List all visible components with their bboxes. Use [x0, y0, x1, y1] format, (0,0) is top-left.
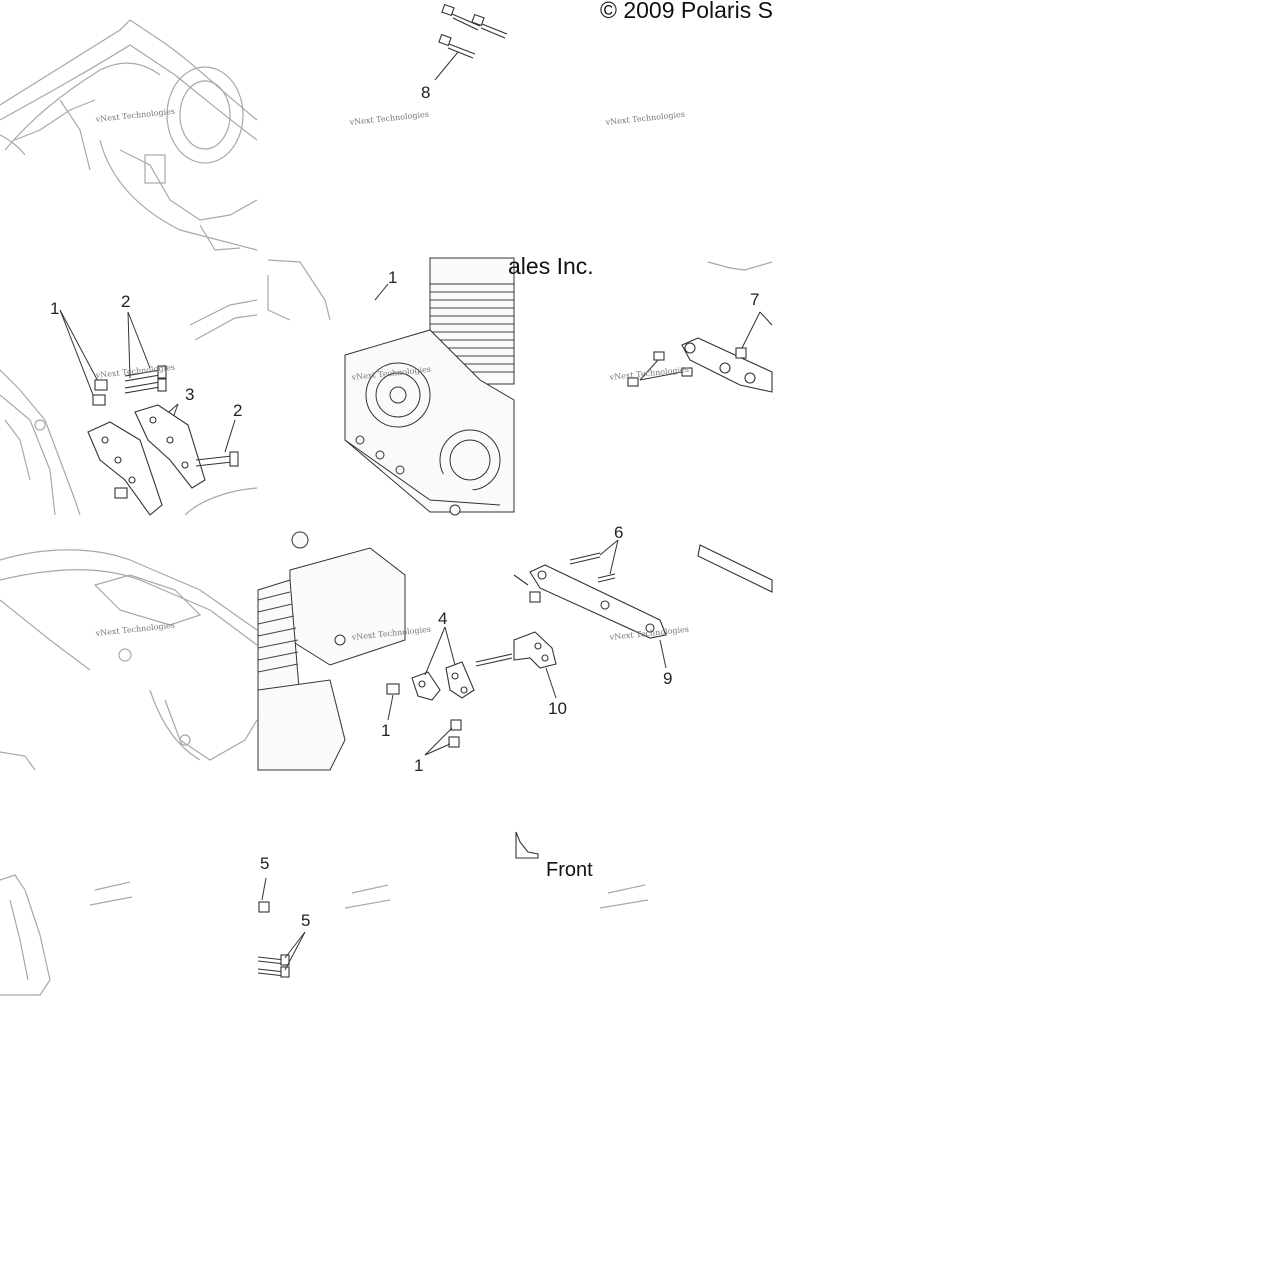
callout-1: 1: [414, 756, 423, 775]
watermark: vNext Technologies: [608, 365, 689, 382]
engine-center: [267, 257, 515, 516]
watermark-logo-marks: [89, 881, 649, 909]
callout-10: 10: [548, 699, 567, 718]
callouts: 8 1 2 3 2 1 7 6 4 9 10 1 1 5 5: [50, 83, 759, 930]
watermark: vNext Technologies: [94, 621, 175, 638]
callout-2: 2: [121, 292, 130, 311]
callout-8: 8: [421, 83, 430, 102]
front-arrow-icon: [515, 831, 539, 859]
watermark: vNext Technologies: [348, 110, 429, 127]
copyright-middle: ales Inc.: [508, 253, 594, 279]
bracket-lower-right: [513, 539, 773, 699]
callout-1: 1: [388, 268, 397, 287]
frame-top-left: [0, 19, 258, 251]
callout-6: 6: [614, 523, 623, 542]
callout-9: 9: [663, 669, 672, 688]
callout-5: 5: [260, 854, 269, 873]
engine-lower: [257, 531, 513, 771]
callout-4: 4: [438, 609, 447, 628]
bottom-row: [0, 831, 539, 996]
watermark: vNext Technologies: [604, 110, 685, 127]
bolts-top: [434, 3, 508, 81]
callout-1: 1: [381, 721, 390, 740]
bracket-mid-right: [627, 261, 773, 393]
callout-5: 5: [301, 911, 310, 930]
frame-lower-left: [0, 549, 258, 771]
callout-1: 1: [50, 299, 59, 318]
callout-7: 7: [750, 290, 759, 309]
watermark: vNext Technologies: [94, 107, 175, 124]
watermarks: vNext Technologies vNext Technologies vN…: [94, 107, 689, 642]
frame-mid-left: [0, 299, 258, 516]
copyright-top: © 2009 Polaris S: [600, 0, 773, 23]
front-label: Front: [546, 859, 593, 881]
callout-2: 2: [233, 401, 242, 420]
callout-3: 3: [185, 385, 194, 404]
